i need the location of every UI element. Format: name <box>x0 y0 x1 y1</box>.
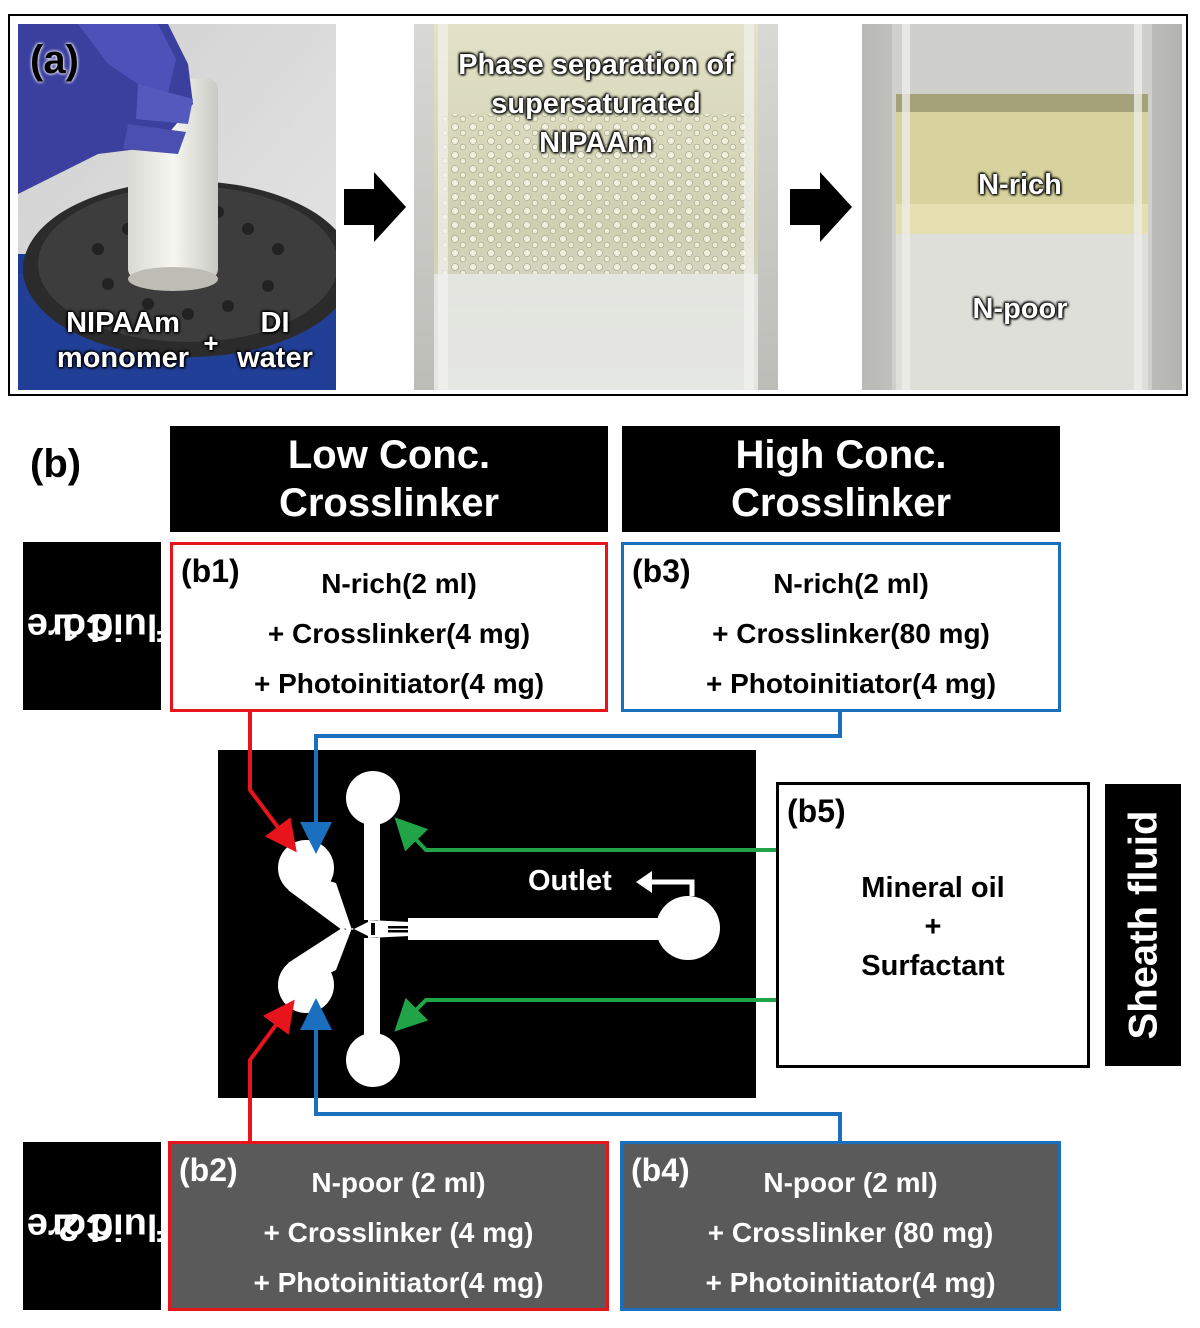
tag-b1: (b1) <box>181 553 240 589</box>
b1-line-2: + Crosslinker(4 mg) <box>267 618 531 649</box>
b3-line-1: N-rich(2 ml) <box>773 568 929 599</box>
b5-line-3: Surfactant <box>861 950 1005 982</box>
b4-line-1: N-poor (2 ml) <box>763 1167 938 1198</box>
tag-b3: (b3) <box>632 553 691 589</box>
tag-b2: (b2) <box>179 1152 238 1188</box>
plus-sign: + <box>203 328 219 358</box>
photo2-caption: Phase separation of supersaturated NIPAA… <box>414 46 778 163</box>
row-header-core-fluid-1: Core fluid 1 <box>23 542 170 710</box>
box-b1-low-core1: (b1) N-rich(2 ml) + Crosslinker(4 mg) + … <box>170 542 608 712</box>
flow-line-b1 <box>248 712 297 853</box>
b4-line-3: + Photoinitiator(4 mg) <box>705 1267 996 1298</box>
label-water: water <box>237 341 313 374</box>
label-n-rich-layer: N-rich <box>978 169 1062 201</box>
flow-line-sheath-bottom <box>394 997 776 1032</box>
label-monomer: monomer <box>56 341 190 374</box>
box-b3-high-core1: (b3) N-rich(2 ml) + Crosslinker(80 mg) +… <box>621 542 1061 712</box>
flow-line-b2 <box>248 999 295 1141</box>
box-b4-high-core2: (b4) N-poor (2 ml) + Crosslinker (80 mg)… <box>620 1141 1061 1311</box>
box-b2-low-core2: (b2) N-poor (2 ml) + Crosslinker (4 mg) … <box>168 1141 609 1311</box>
tag-b5: (b5) <box>787 793 846 829</box>
outlet-arrow-icon <box>636 871 695 896</box>
outlet-label: Outlet <box>528 865 612 897</box>
panel-b-label: (b) <box>30 442 82 486</box>
process-arrow-icon <box>344 172 406 242</box>
panel-a-frame: NIPAAm monomer + DI water <box>8 14 1188 396</box>
b2-line-1: N-poor (2 ml) <box>311 1167 486 1198</box>
b5-line-1: Mineral oil <box>861 872 1005 904</box>
b3-line-2: + Crosslinker(80 mg) <box>712 618 990 649</box>
chip-channel-layout <box>278 771 720 1087</box>
b2-line-2: + Crosslinker (4 mg) <box>263 1217 534 1248</box>
process-arrow-icon <box>790 172 852 242</box>
header-low-line-2: Crosslinker <box>278 481 500 525</box>
header-high-line-2: Crosslinker <box>730 481 952 525</box>
photo1-text-monomer: NIPAAm monomer <box>38 306 208 376</box>
caption-line-2: supersaturated <box>491 88 701 120</box>
photo-phase-separation <box>414 24 778 390</box>
label-nipaam: NIPAAm <box>66 307 180 339</box>
microfluidic-chip: Outlet <box>218 750 756 1098</box>
caption-line-3: NIPAAm <box>539 127 653 159</box>
row-header-sheath-fluid: Sheath fluid <box>1105 784 1181 1066</box>
panel-a-label: (a) <box>30 38 79 82</box>
label-n-poor-layer: N-poor <box>972 293 1068 325</box>
header-low-line-1: Low Conc. <box>287 433 491 477</box>
b3-line-3: + Photoinitiator(4 mg) <box>705 668 997 699</box>
box-b5-sheath: (b5) Mineral oil + Surfactant <box>776 782 1090 1068</box>
flow-line-b4 <box>300 998 842 1141</box>
tag-b4: (b4) <box>631 1152 690 1188</box>
b1-line-3: + Photoinitiator(4 mg) <box>253 668 545 699</box>
flow-line-b3 <box>300 712 842 854</box>
header-low-conc: Low Conc. Crosslinker <box>170 426 608 532</box>
header-high-line-1: High Conc. <box>735 433 947 477</box>
photo-monomer-mixing <box>18 24 336 390</box>
flow-line-sheath-top <box>394 817 776 852</box>
header-high-conc: High Conc. Crosslinker <box>622 426 1060 532</box>
label-di: DI <box>260 307 290 339</box>
photo-layered-vial <box>862 24 1182 390</box>
b4-line-2: + Crosslinker (80 mg) <box>707 1217 994 1248</box>
row-header-core-fluid-2: Core fluid 2 <box>23 1142 170 1310</box>
caption-line-1: Phase separation of <box>458 49 734 81</box>
b1-line-1: N-rich(2 ml) <box>321 568 477 599</box>
photo1-text-water: DI water <box>220 306 330 376</box>
b2-line-3: + Photoinitiator(4 mg) <box>253 1267 544 1298</box>
b5-line-2: + <box>924 911 942 943</box>
